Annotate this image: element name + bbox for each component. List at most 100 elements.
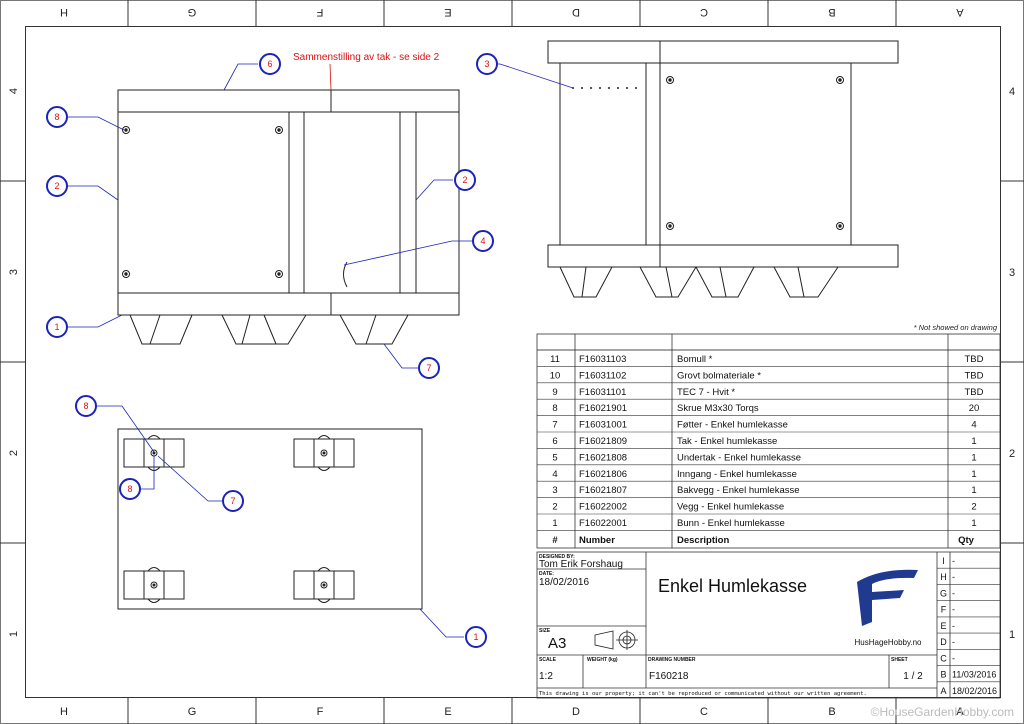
revision-value: - [952, 637, 955, 647]
revision-row: I- [942, 556, 955, 566]
bom-cell-qty: 1 [971, 485, 976, 496]
bom-cell-description: Skrue M3x30 Torqs [677, 403, 759, 414]
bom-header-description: Description [677, 535, 729, 546]
revision-letter: B [940, 670, 946, 680]
foot [129, 314, 193, 345]
logo-text: HusHageHobby.no [854, 638, 922, 647]
leader-lines [68, 63, 574, 638]
zone-row-right-2: 2 [1009, 448, 1015, 460]
bom-cell-number: F16021806 [579, 469, 627, 480]
bom-cell-qty: 2 [971, 502, 976, 513]
callout-8: 8 [75, 395, 97, 417]
zone-col-bottom-0: H [60, 706, 68, 718]
zone-col-bottom-6: B [828, 706, 835, 718]
designed-by-label: DESIGNED BY: [539, 554, 575, 560]
callout-8: 8 [46, 106, 68, 128]
revision-row: D- [940, 637, 955, 647]
bom-cell-description: Bunn - Enkel humlekasse [677, 518, 785, 529]
zone-row-left-1: 3 [8, 269, 20, 275]
svg-text:1: 1 [473, 632, 478, 642]
callout-1: 1 [465, 626, 487, 648]
zone-col-top-7: A [956, 6, 964, 18]
callout-7: 7 [222, 490, 244, 512]
svg-text:8: 8 [127, 484, 132, 494]
zone-col-top-1: G [188, 6, 197, 18]
revision-letter: I [942, 556, 945, 566]
bom-cell-num: 10 [550, 370, 561, 381]
bom-cell-num: 6 [552, 436, 557, 447]
revision-row: F- [941, 605, 955, 615]
bom-cell-number: F16021807 [579, 485, 627, 496]
bom-cell-qty: 20 [969, 403, 980, 414]
callout-6: 6 [259, 53, 281, 75]
scale: 1:2 [539, 671, 553, 682]
svg-text:8: 8 [54, 112, 59, 122]
revision-row: G- [940, 588, 955, 598]
zone-col-top-0: H [60, 6, 68, 18]
assembly-note: Sammenstilling av tak - se side 2 [293, 52, 440, 63]
bom-cell-number: F16031101 [579, 387, 626, 398]
svg-text:7: 7 [230, 496, 235, 506]
zone-col-bottom-3: E [444, 706, 451, 718]
bom-header-num: # [552, 535, 558, 546]
revision-letter: F [941, 605, 947, 615]
revision-value: - [952, 572, 955, 582]
zone-row-right-1: 3 [1009, 267, 1015, 279]
weight-label: WEIGHT (kg) [587, 657, 618, 663]
bom-cell-description: Vegg - Enkel humlekasse [677, 502, 784, 513]
bom-row: 5 F16021808 Undertak - Enkel humlekasse 1 [552, 452, 976, 463]
callout-3: 3 [476, 53, 498, 75]
revision-letter: C [940, 653, 947, 663]
side-view [547, 40, 899, 298]
inner-border [25, 26, 1001, 698]
bom-cell-num: 7 [552, 420, 557, 431]
drawing-title: Enkel Humlekasse [658, 576, 807, 596]
zone-row-left-3: 1 [8, 631, 20, 637]
bom-cell-description: Undertak - Enkel humlekasse [677, 452, 801, 463]
svg-text:8: 8 [83, 401, 88, 411]
logo-icon [857, 569, 918, 626]
bom-cell-number: F16021808 [579, 452, 627, 463]
bom-cell-num: 5 [552, 452, 557, 463]
zone-col-bottom-2: F [317, 706, 324, 718]
zone-col-bottom-5: C [700, 706, 708, 718]
zone-col-top-5: C [700, 6, 708, 18]
revision-value: - [952, 621, 955, 631]
revision-value: 18/02/2016 [952, 686, 997, 696]
bom-cell-qty: 1 [971, 452, 976, 463]
revision-value: - [952, 588, 955, 598]
bom-cell-qty: TBD [965, 387, 984, 398]
callout-8: 8 [119, 478, 141, 500]
watermark: ©HouseGardenHobby.com [871, 705, 1014, 719]
bom-cell-num: 8 [552, 403, 557, 414]
bom-cell-number: F16022002 [579, 502, 627, 513]
svg-text:1: 1 [54, 322, 59, 332]
bom-cell-qty: 1 [971, 518, 976, 529]
front-view [117, 89, 460, 345]
bom-cell-qty: 1 [971, 436, 976, 447]
zone-col-bottom-1: G [188, 706, 197, 718]
svg-text:6: 6 [267, 59, 272, 69]
bom-cell-num: 11 [550, 354, 560, 365]
bom-cell-number: F16021809 [579, 436, 627, 447]
foot [339, 314, 409, 345]
zone-col-top-3: E [444, 6, 451, 18]
zone-row-right-0: 4 [1009, 86, 1015, 98]
bom-cell-num: 1 [552, 518, 557, 529]
bom-cell-description: Bomull * [677, 354, 713, 365]
revision-value: - [952, 653, 955, 663]
bom-cell-description: Føtter - Enkel humlekasse [677, 420, 788, 431]
not-showed-note: * Not showed on drawing [914, 323, 998, 332]
bom-cell-num: 4 [552, 469, 557, 480]
designed-by: Tom Erik Forshaug [539, 559, 623, 570]
bottom-part [117, 292, 460, 316]
